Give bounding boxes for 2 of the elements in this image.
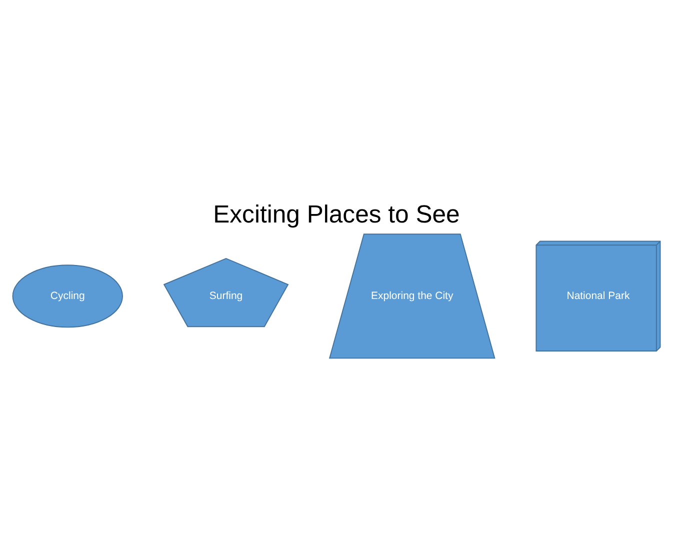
- diagram-title: Exciting Places to See: [213, 201, 460, 228]
- node-ellipse: Cycling: [12, 264, 123, 328]
